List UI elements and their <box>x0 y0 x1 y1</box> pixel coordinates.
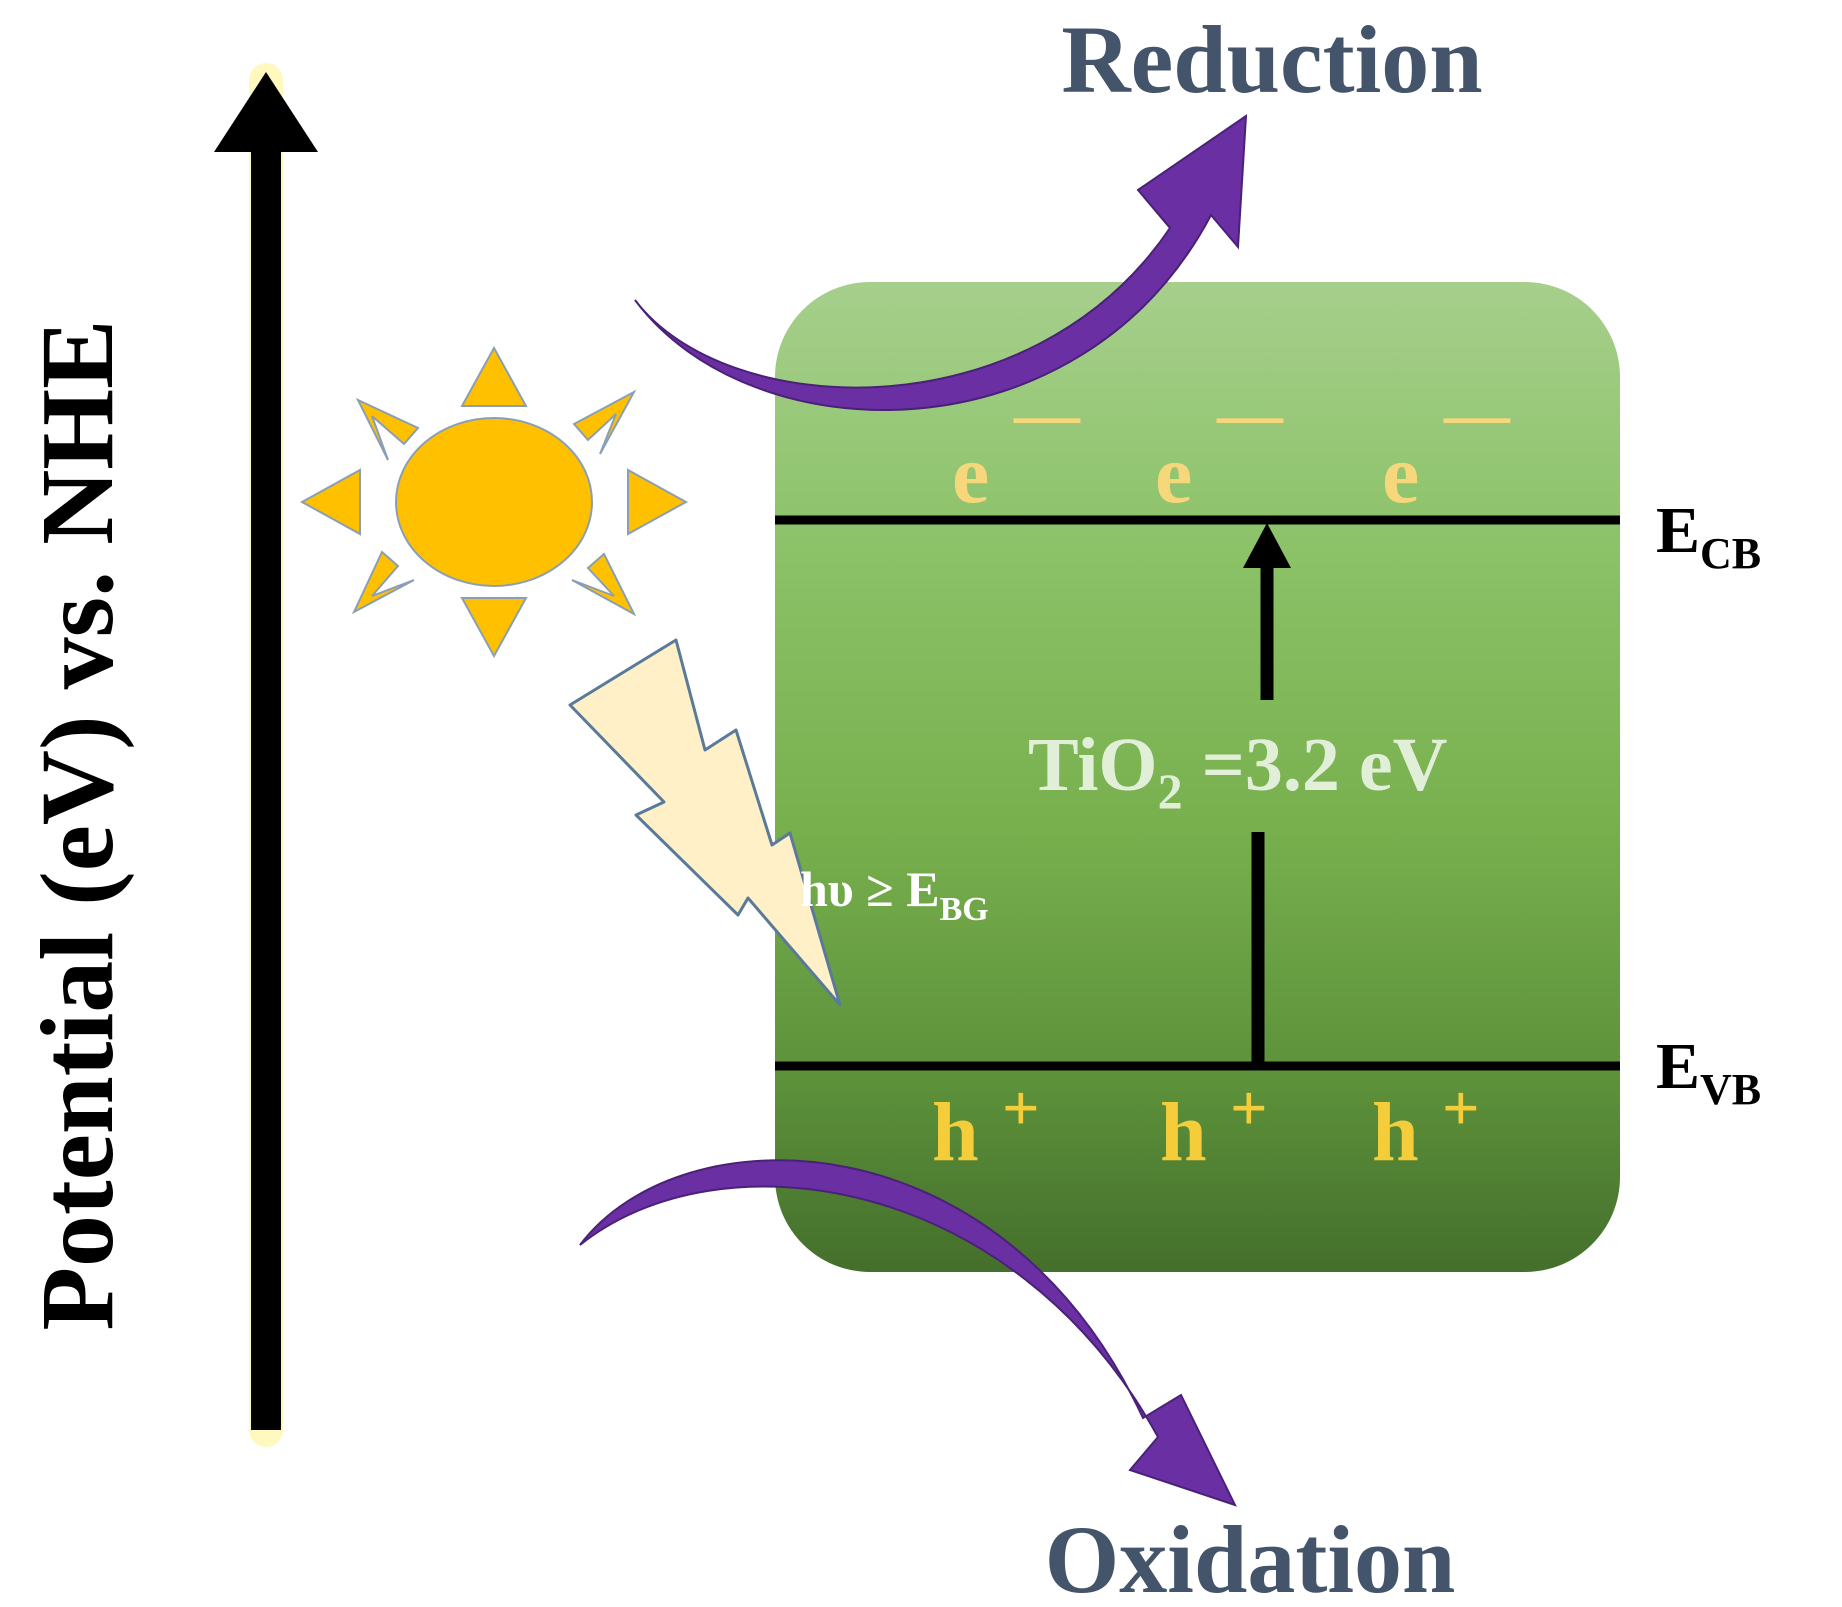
electron-charge: — <box>1443 378 1511 451</box>
reduction-arrow <box>634 114 1248 412</box>
hole: h <box>1372 1086 1419 1179</box>
electrons: e — e — e — <box>952 378 1511 521</box>
semiconductor-block <box>775 282 1620 1272</box>
conduction-band-label: ECB <box>1656 494 1761 578</box>
hole-charge: + <box>1002 1072 1040 1145</box>
excitation-condition: hυ ≥ EBG <box>800 861 989 928</box>
lightning-icon <box>568 638 842 1007</box>
electron: e <box>952 428 989 521</box>
reduction-label: Reduction <box>1061 6 1482 113</box>
valence-band-label: EVB <box>1656 1030 1761 1114</box>
electron-charge: — <box>1216 378 1284 451</box>
hole: h <box>932 1086 979 1179</box>
hole-charge: + <box>1230 1072 1268 1145</box>
electron: e <box>1155 428 1192 521</box>
excitation-arrow-icon <box>1243 523 1291 1066</box>
sun-icon <box>299 345 689 659</box>
axis-label: Potential (eV) vs. NHE <box>20 320 135 1331</box>
electron: e <box>1382 428 1419 521</box>
oxidation-arrow <box>579 1159 1237 1507</box>
potential-arrow-icon <box>214 49 318 1461</box>
oxidation-label: Oxidation <box>1045 1506 1456 1607</box>
holes: h + h + h + <box>932 1072 1480 1179</box>
hole: h <box>1160 1086 1207 1179</box>
electron-charge: — <box>1013 378 1081 451</box>
band-gap-label: TiO2 =3.2 eV <box>1028 723 1448 819</box>
hole-charge: + <box>1442 1072 1480 1145</box>
